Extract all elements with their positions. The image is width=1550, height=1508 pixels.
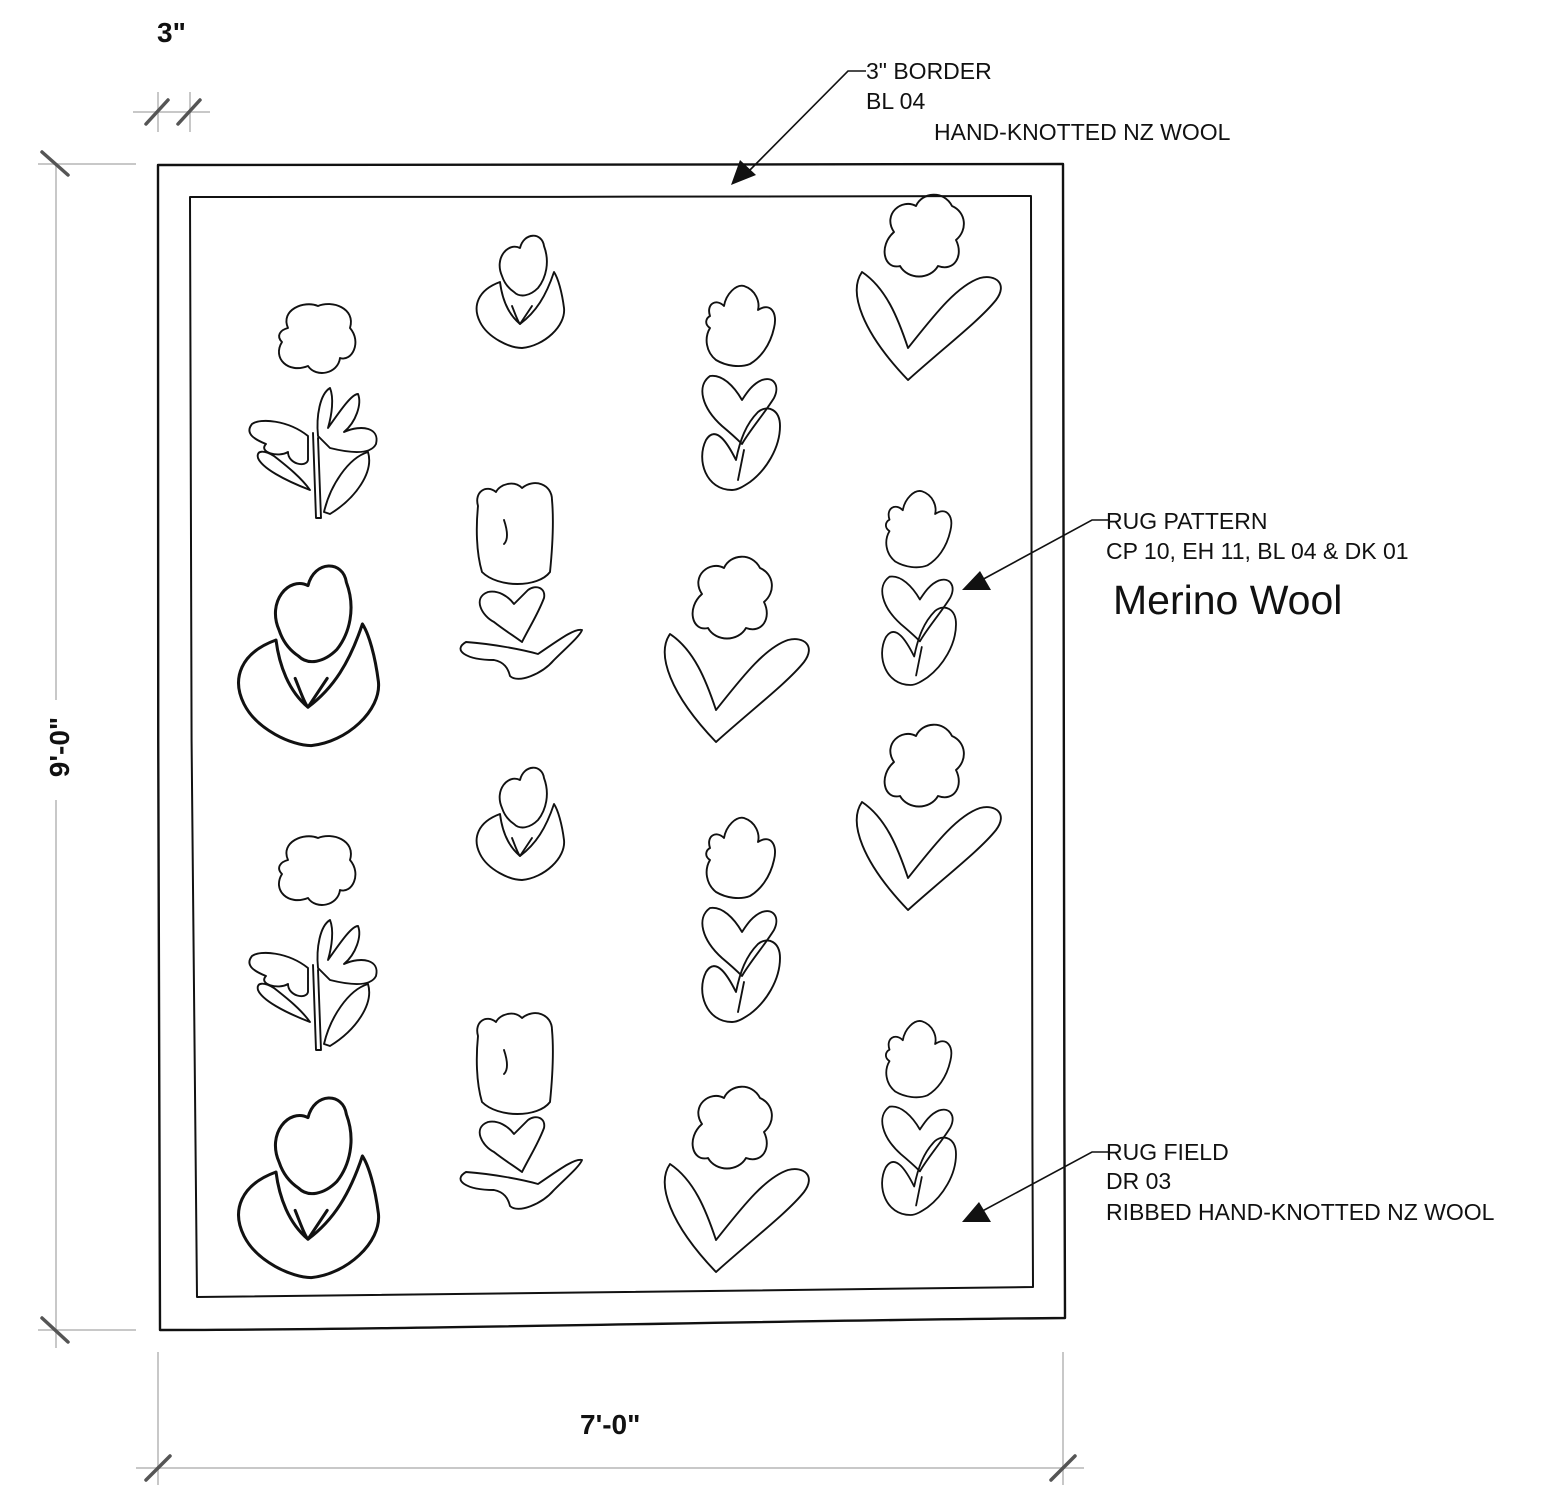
dimension-ticks xyxy=(40,98,1077,1482)
rug-pattern-motifs xyxy=(237,193,1002,1280)
border-callout-code: BL 04 xyxy=(866,88,926,114)
border-callout-title: 3" BORDER xyxy=(866,58,992,84)
callout-arrowheads xyxy=(731,160,991,1222)
height-dimension: 9'-0" xyxy=(44,716,75,778)
motif-cup-tulip xyxy=(459,1012,583,1210)
dimension-lines xyxy=(38,92,1084,1485)
motif-tulip-bud xyxy=(237,564,381,748)
motif-blossom-sprig xyxy=(248,835,378,1051)
motif-tulip-heart xyxy=(881,1020,957,1216)
width-dimension: 7'-0" xyxy=(580,1409,641,1440)
pattern-callout-material: Merino Wool xyxy=(1113,577,1343,623)
field-callout-material: RIBBED HAND-KNOTTED NZ WOOL xyxy=(1106,1199,1495,1225)
motif-blossom-heart xyxy=(663,555,810,743)
callout-leaders xyxy=(741,70,1110,1216)
motif-blossom-heart xyxy=(855,193,1002,381)
motif-blossom-heart xyxy=(855,723,1002,911)
rug-field-border xyxy=(189,195,1034,1298)
motif-tulip-bud xyxy=(237,1096,381,1280)
pattern-callout-codes: CP 10, EH 11, BL 04 & DK 01 xyxy=(1106,538,1409,564)
field-callout-title: RUG FIELD xyxy=(1106,1139,1229,1165)
motif-blossom-heart xyxy=(663,1085,810,1273)
field-callout-code: DR 03 xyxy=(1106,1168,1172,1194)
rug-outer-border xyxy=(156,162,1067,1332)
motif-tulip-bud xyxy=(475,766,566,881)
motif-cup-tulip xyxy=(459,482,583,680)
motif-tulip-bud xyxy=(475,234,566,349)
motif-tulip-heart xyxy=(881,490,957,686)
pattern-callout-title: RUG PATTERN xyxy=(1106,508,1268,534)
motif-tulip-heart xyxy=(701,284,781,491)
motif-blossom-sprig xyxy=(248,303,378,519)
border-width-dimension: 3" xyxy=(157,17,186,48)
border-callout-material: HAND-KNOTTED NZ WOOL xyxy=(934,119,1231,145)
motif-tulip-heart xyxy=(701,816,781,1023)
